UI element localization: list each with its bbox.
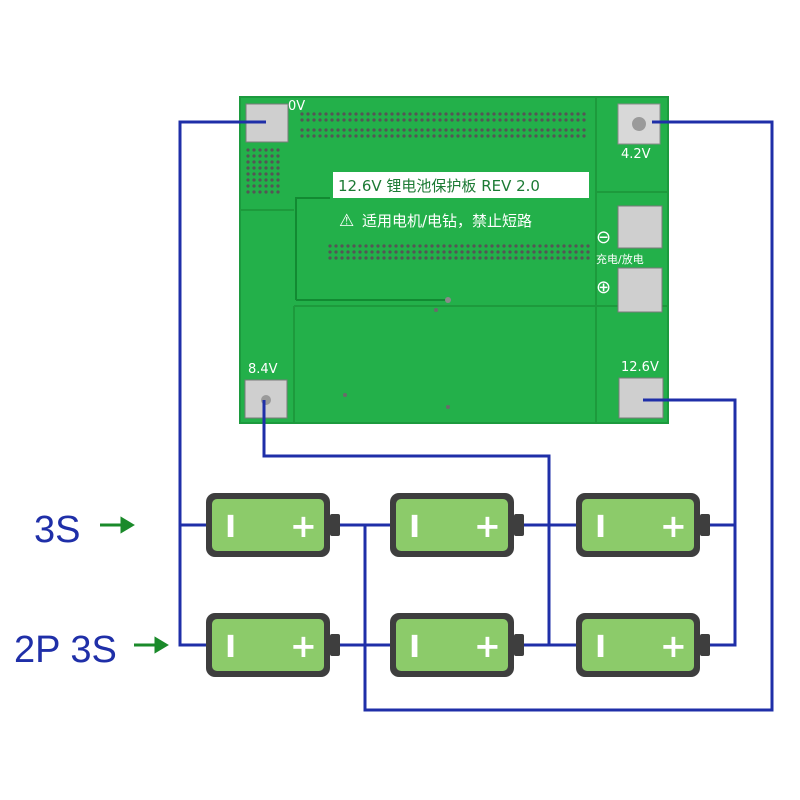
row-labels: 3S 2P 3S — [14, 509, 169, 671]
battery-plus-label: + — [474, 627, 501, 665]
wire-8-4v — [262, 400, 551, 645]
battery-plus-label: + — [660, 507, 687, 545]
battery-minus-label: I — [409, 510, 420, 545]
battery-plus-label: + — [290, 507, 317, 545]
pad-plus — [617, 267, 663, 313]
plus-symbol: ⊕ — [596, 277, 611, 298]
battery-minus-label: I — [595, 630, 606, 665]
battery-plus-label: + — [290, 627, 317, 665]
label-12-6v: 12.6V — [621, 360, 659, 375]
battery-plus-label: + — [660, 627, 687, 665]
pcb-pin-rows — [246, 112, 654, 414]
battery-minus-label: I — [595, 510, 606, 545]
wire-4-2v — [363, 120, 774, 712]
battery-minus-label: I — [225, 510, 236, 545]
wiring — [178, 120, 774, 712]
battery-cell: I+ — [206, 493, 340, 557]
label-2p-3s: 2P 3S — [14, 629, 117, 671]
label-charge-discharge: 充电/放电 — [596, 252, 644, 266]
arrow-icon — [100, 516, 135, 534]
warning-icon: ⚠ — [339, 211, 354, 231]
label-8-4v: 8.4V — [248, 362, 278, 377]
battery-cell: I+ — [206, 613, 340, 677]
wire-0v — [178, 120, 266, 647]
battery-minus-label: I — [409, 630, 420, 665]
pcb-board: 12.6V 锂电池保护板 REV 2.0 ⚠ 适用电机/电钻，禁止短路 0V 4… — [239, 96, 669, 424]
battery-minus-label: I — [225, 630, 236, 665]
pad-12-6v — [618, 377, 664, 419]
battery-plus-label: + — [474, 507, 501, 545]
wire-12-6v — [643, 398, 737, 647]
battery-pack: I+I+I+I+I+I+ — [206, 493, 710, 677]
label-4-2v: 4.2V — [621, 147, 651, 162]
title-box — [333, 172, 589, 198]
label-3s: 3S — [34, 509, 80, 551]
board-title: 12.6V 锂电池保护板 REV 2.0 — [338, 177, 540, 195]
battery-cell: I+ — [390, 493, 524, 557]
battery-cell: I+ — [576, 613, 710, 677]
label-0v: 0V — [288, 99, 305, 114]
arrow-icon — [134, 636, 169, 654]
minus-symbol: ⊖ — [596, 227, 611, 248]
pad-minus — [617, 205, 663, 249]
battery-cell: I+ — [390, 613, 524, 677]
battery-cell: I+ — [576, 493, 710, 557]
board-warning: 适用电机/电钻，禁止短路 — [362, 212, 532, 230]
